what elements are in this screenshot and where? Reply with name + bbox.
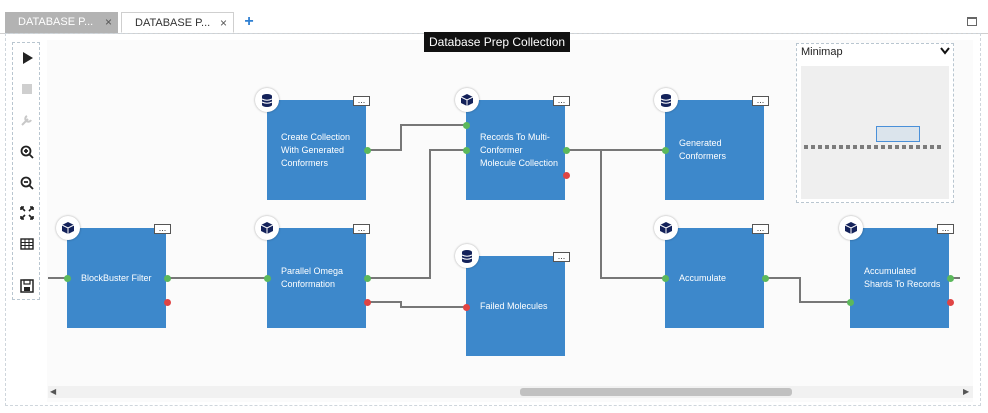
success-port[interactable]	[947, 275, 954, 282]
node-label: Failed Molecules	[480, 300, 548, 311]
node-accumulate[interactable]: Accumulate	[665, 228, 764, 328]
fit-view-icon[interactable]	[19, 205, 35, 221]
tab-label: DATABASE P...	[18, 16, 94, 28]
tab-database-prep-1[interactable]: DATABASE P... ×	[5, 12, 118, 33]
node-accumulated-shards[interactable]: Accumulated Shards To Records	[850, 228, 949, 328]
edge-omega-to-records	[367, 149, 466, 279]
input-port[interactable]	[662, 147, 669, 154]
cube-icon	[654, 216, 678, 240]
node-menu-button[interactable]: ...	[154, 224, 171, 234]
minimap-viewport[interactable]	[876, 126, 920, 142]
zoom-out-icon[interactable]	[19, 175, 35, 191]
node-records-to-collection[interactable]: Records To Multi-Conformer Molecule Coll…	[466, 100, 565, 200]
input-port[interactable]	[463, 147, 470, 154]
success-port[interactable]	[164, 275, 171, 282]
failure-port[interactable]	[164, 299, 171, 306]
edge-create-to-records	[367, 124, 466, 151]
database-icon	[455, 244, 479, 268]
input-port[interactable]	[662, 275, 669, 282]
node-menu-button[interactable]: ...	[353, 224, 370, 234]
success-port[interactable]	[364, 147, 371, 154]
node-label: Records To Multi-Conformer Molecule Coll…	[480, 131, 559, 168]
edge-omega-failure-to-failed	[367, 301, 466, 308]
node-label: BlockBuster Filter	[81, 272, 152, 283]
success-port[interactable]	[563, 147, 570, 154]
node-label: Parallel Omega Conformation	[281, 266, 344, 289]
chevron-down-icon[interactable]	[939, 44, 951, 58]
wrench-icon[interactable]	[19, 112, 35, 128]
node-label: Create Collection With Generated Conform…	[281, 131, 351, 168]
cube-icon	[839, 216, 863, 240]
success-port[interactable]	[364, 275, 371, 282]
node-generated-conformers[interactable]: Generated Conformers	[665, 100, 764, 200]
node-menu-button[interactable]: ...	[353, 96, 370, 106]
node-menu-button[interactable]: ...	[752, 224, 769, 234]
input-port[interactable]	[463, 122, 470, 129]
node-create-collection[interactable]: Create Collection With Generated Conform…	[267, 100, 366, 200]
save-icon[interactable]	[19, 278, 35, 294]
input-port[interactable]	[847, 299, 854, 306]
scroll-right-icon[interactable]: ▶	[963, 387, 970, 396]
tab-database-prep-2[interactable]: DATABASE P... ×	[121, 12, 234, 33]
add-tab-button[interactable]: +	[244, 13, 254, 30]
cube-icon	[255, 216, 279, 240]
workflow-title: Database Prep Collection	[424, 32, 571, 52]
node-menu-button[interactable]: ...	[553, 252, 570, 262]
minimap-view[interactable]	[801, 66, 949, 199]
node-label: Accumulate	[679, 272, 727, 283]
node-menu-button[interactable]: ...	[937, 224, 954, 234]
edge-records-to-accumulate	[600, 150, 665, 279]
horizontal-scrollbar[interactable]	[48, 386, 973, 398]
close-icon[interactable]: ×	[104, 15, 112, 29]
close-icon[interactable]: ×	[219, 16, 227, 30]
node-failed-molecules[interactable]: Failed Molecules	[466, 256, 565, 356]
edge-accumulate-to-shards	[765, 277, 850, 303]
database-icon	[654, 88, 678, 112]
node-label: Generated Conformers	[679, 138, 727, 161]
failure-port[interactable]	[563, 172, 570, 179]
database-icon	[255, 88, 279, 112]
node-menu-button[interactable]: ...	[752, 96, 769, 106]
scrollbar-thumb[interactable]	[520, 388, 792, 396]
failure-port[interactable]	[364, 299, 371, 306]
cube-icon	[455, 88, 479, 112]
minimap-title: Minimap	[801, 46, 843, 58]
stop-icon[interactable]	[19, 81, 35, 97]
success-port[interactable]	[762, 275, 769, 282]
cube-icon	[56, 216, 80, 240]
input-port[interactable]	[463, 304, 470, 311]
tab-label: DATABASE P...	[135, 17, 211, 29]
node-label: Accumulated Shards To Records	[864, 266, 941, 289]
failure-port[interactable]	[947, 299, 954, 306]
minimap-nodes	[804, 136, 944, 154]
input-port[interactable]	[64, 275, 71, 282]
input-port[interactable]	[264, 275, 271, 282]
table-icon[interactable]	[19, 236, 35, 252]
node-blockbuster-filter[interactable]: BlockBuster Filter	[67, 228, 166, 328]
node-parallel-omega[interactable]: Parallel Omega Conformation	[267, 228, 366, 328]
zoom-in-icon[interactable]	[19, 144, 35, 160]
scroll-left-icon[interactable]: ◀	[50, 387, 57, 396]
maximize-icon[interactable]	[967, 17, 977, 26]
node-menu-button[interactable]: ...	[553, 96, 570, 106]
play-icon[interactable]	[19, 50, 35, 66]
